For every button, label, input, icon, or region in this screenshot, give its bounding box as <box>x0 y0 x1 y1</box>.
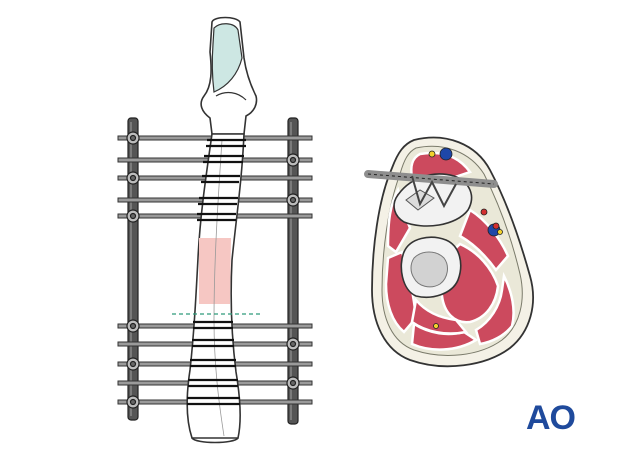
right-rod-clamps <box>286 153 300 390</box>
tibia-cross-section <box>400 236 462 298</box>
ao-logo-text: AO <box>526 399 576 432</box>
sural-nerve <box>433 323 439 329</box>
left-fixator-rod <box>127 117 139 421</box>
neurovascular-bundles <box>428 147 503 329</box>
peroneal-artery <box>480 208 488 216</box>
articular-cartilage <box>211 23 243 93</box>
ao-logo: AO <box>526 399 577 432</box>
posterior-muscle-right <box>474 271 515 346</box>
leg-cross-section-illustration <box>364 136 534 368</box>
posterior-tibial-artery <box>492 222 500 230</box>
anterior-bone-fragment <box>393 173 473 227</box>
cross-section-pin <box>364 170 498 209</box>
fixator-tibia-illustration <box>117 16 313 444</box>
cerclage-wire-wraps <box>187 138 246 406</box>
tibia-bone <box>186 16 258 444</box>
great-saphenous-vessel <box>439 147 453 161</box>
saphenous-vein <box>428 150 436 158</box>
medial-muscle <box>458 208 510 273</box>
posterior-muscle-mid <box>410 297 469 335</box>
tibia-marrow <box>410 251 448 288</box>
left-rod-clamps <box>126 131 140 409</box>
tibial-nerve <box>497 229 503 235</box>
